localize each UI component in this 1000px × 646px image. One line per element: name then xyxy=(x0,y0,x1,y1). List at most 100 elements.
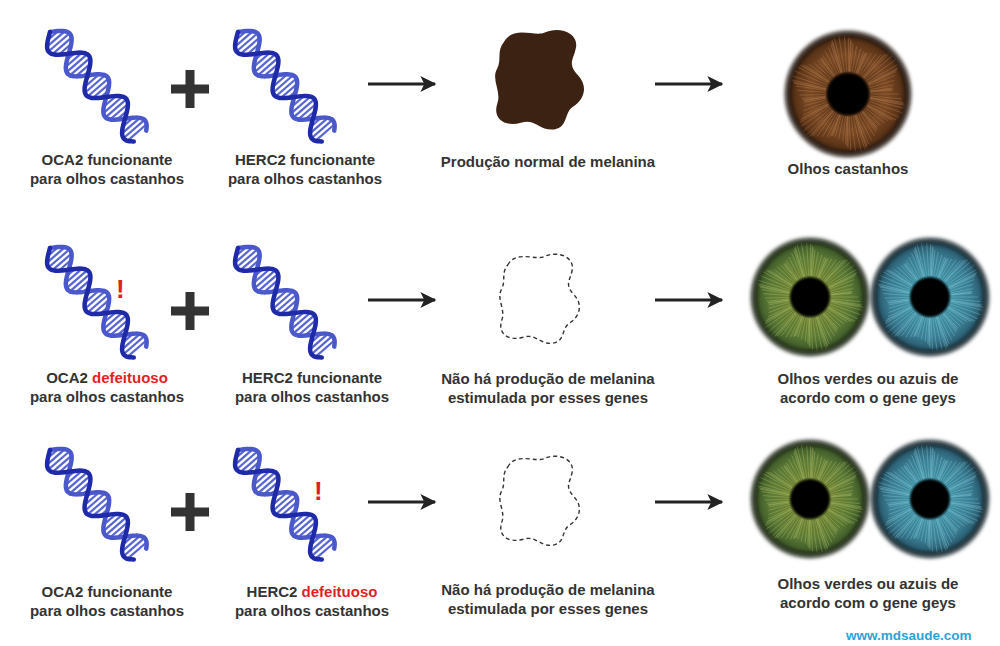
node-label: Olhos castanhos xyxy=(698,159,998,178)
iris-fibre xyxy=(887,299,909,301)
eye-node: Olhos castanhos xyxy=(722,28,992,140)
label-word: para xyxy=(235,602,267,619)
gene-node-art xyxy=(47,31,147,141)
iris-fibre xyxy=(948,308,970,321)
label-word: acordo xyxy=(780,389,830,406)
iris-rim xyxy=(874,241,986,353)
label-word: HERC2 xyxy=(235,151,286,168)
label-word: o xyxy=(869,594,878,611)
label-word: ou xyxy=(877,575,895,592)
iris-fibre xyxy=(931,245,932,276)
iris-fibre xyxy=(949,274,976,287)
gene-node: OCA2 funcionante para olhos castanhos xyxy=(40,446,152,558)
node-shape xyxy=(722,446,992,558)
label-word: estimulada xyxy=(448,600,526,617)
dna-strand xyxy=(238,449,335,549)
melanin-node-art xyxy=(500,456,580,545)
iris-fibre xyxy=(814,252,818,276)
iris-fibre xyxy=(950,486,973,493)
label-word: olhos xyxy=(264,170,304,187)
node-label: OCA2 funcionante para olhos castanhos xyxy=(0,150,257,188)
pupil xyxy=(827,73,869,115)
label-word: azuis xyxy=(899,370,937,387)
iris-fibre xyxy=(821,57,835,76)
iris-fibre xyxy=(801,317,805,339)
iris-fibre xyxy=(935,519,943,552)
label-word: OCA2 xyxy=(42,583,84,600)
iris-rim xyxy=(788,34,908,154)
pupil xyxy=(910,479,949,518)
melanin-node-art xyxy=(495,30,584,130)
iris-fibre xyxy=(785,263,798,280)
iris-fibre xyxy=(819,259,828,279)
label-word: para xyxy=(30,602,62,619)
iris-fibre xyxy=(929,318,930,348)
eye-iris xyxy=(752,441,868,557)
melanin-outline xyxy=(500,254,580,343)
iris-fibre xyxy=(822,516,836,535)
iris-fibre xyxy=(829,478,855,490)
label-word: com xyxy=(834,594,865,611)
label-word: olhos xyxy=(271,602,311,619)
label-word: Olhos xyxy=(788,160,831,177)
label-word: HERC2 xyxy=(247,583,298,600)
label-word: melanina xyxy=(590,370,655,387)
iris-fibre xyxy=(831,297,858,298)
melanin-node: Produção normal de melanina xyxy=(435,28,655,140)
iris-fibre xyxy=(921,317,925,339)
melanin-node: Não há produção de melanina estimulada p… xyxy=(435,244,655,356)
iris-fibre xyxy=(846,116,848,146)
node-shape xyxy=(40,446,152,558)
iris-fibre xyxy=(829,274,856,287)
label-word: geys xyxy=(922,594,956,611)
watermark: www.mdsaude.com xyxy=(846,629,972,643)
iris-fibre xyxy=(828,308,850,321)
dna-rung xyxy=(127,340,146,357)
iris-fibre xyxy=(767,501,789,503)
alert-mark: ! xyxy=(314,478,323,504)
iris-fibre xyxy=(765,499,789,501)
label-word: castanhos xyxy=(110,388,184,405)
eye-node: Olhos verdes ou azuis de acordo com o ge… xyxy=(722,244,992,356)
iris-fibre xyxy=(933,520,937,553)
iris-fibre xyxy=(763,294,789,296)
iris-fibre xyxy=(951,499,978,500)
iris-fibre xyxy=(809,520,810,550)
iris-fibre xyxy=(767,299,789,301)
iris-fibre xyxy=(793,518,802,539)
eye-node-art xyxy=(786,32,910,156)
flow-arrow xyxy=(368,83,435,86)
iris-fibre xyxy=(815,519,823,552)
dna-strand xyxy=(238,247,335,347)
iris-fibre xyxy=(847,116,848,148)
node-label: HERC2 defeituoso para olhos castanhos xyxy=(162,582,462,620)
iris-fibre xyxy=(811,520,812,552)
iris-fibre xyxy=(811,318,812,350)
iris-fibre xyxy=(935,317,943,350)
node-shape xyxy=(40,244,152,356)
node-label: OCA2 funcionante para olhos castanhos xyxy=(0,582,257,620)
melanin-node-art xyxy=(500,254,580,343)
iris-fibre xyxy=(853,116,861,151)
iris-fibre xyxy=(931,447,932,478)
iris-fibre xyxy=(922,243,927,276)
iris-fibre xyxy=(763,496,789,498)
iris-fibre xyxy=(839,36,845,72)
label-word: defeituoso xyxy=(302,583,378,600)
iris-fibre xyxy=(883,496,909,498)
iris-fibre xyxy=(846,116,847,143)
gene-node: HERC2 defeituoso para olhos castanhos xyxy=(228,446,368,558)
iris-fibre xyxy=(831,495,852,497)
label-word: gene xyxy=(883,389,918,406)
pupil xyxy=(910,277,949,316)
iris-fibre xyxy=(809,318,810,348)
node-label: Produção normal de melanina xyxy=(398,152,698,171)
iris-fibre xyxy=(775,313,796,337)
label-word: castanhos xyxy=(110,170,184,187)
plus-sign xyxy=(171,70,209,108)
iris-fibre xyxy=(785,465,798,482)
iris-fibre xyxy=(951,297,978,298)
iris-fibre xyxy=(802,445,807,478)
eye-iris xyxy=(786,32,910,156)
iris-disc xyxy=(752,441,868,557)
